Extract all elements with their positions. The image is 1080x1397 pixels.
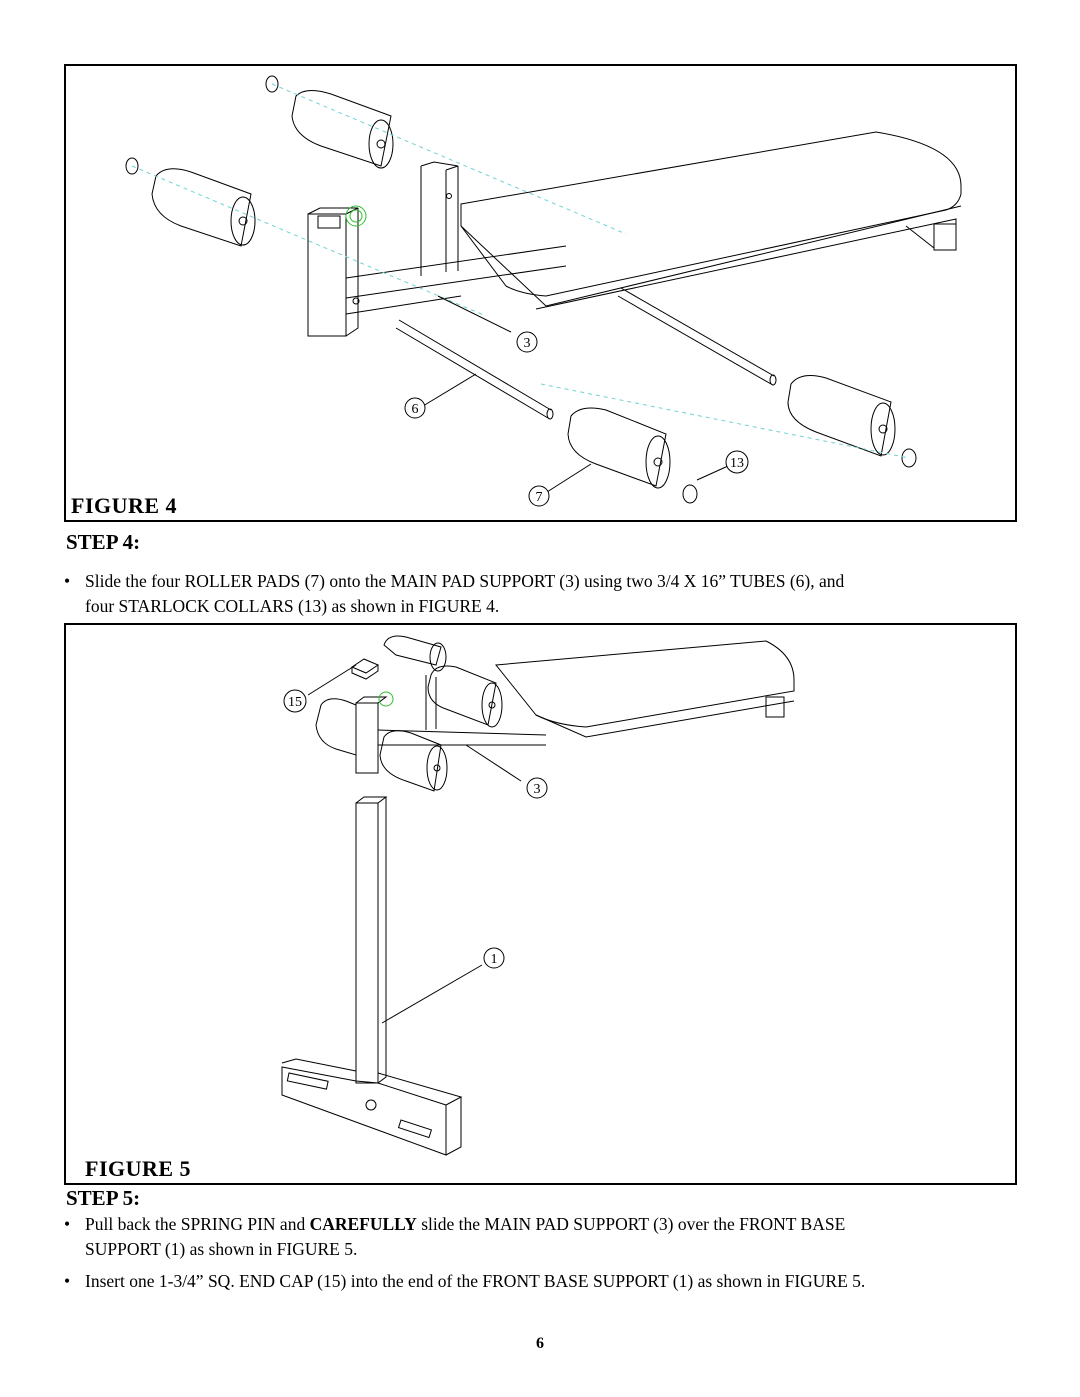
figure-5-frame: 15 3 1 FIGURE 5 (64, 623, 1017, 1185)
roller-pad-bottom-mid (567, 407, 671, 489)
roller-pad-middle (427, 665, 503, 728)
bullet-dot: • (64, 571, 71, 591)
bench-pad (495, 640, 795, 728)
callout-13: 13 (730, 456, 744, 471)
step-5-bullet-1-line2: SUPPORT (1) as shown in FIGURE 5. (85, 1239, 358, 1259)
step-5-bullet-2-text: Insert one 1-3/4” SQ. END CAP (15) into … (85, 1271, 866, 1291)
roller-pad-left (315, 698, 357, 756)
step-4-heading: STEP 4: (66, 530, 141, 554)
figure-5-drawing: 15 3 1 (281, 635, 795, 1156)
tube-right (617, 287, 775, 385)
callout-3-fig4: 3 (524, 336, 531, 351)
callout-1: 1 (491, 952, 498, 967)
step-4-text-line1: Slide the four ROLLER PADS (7) onto the … (85, 571, 845, 591)
step-5-bullet-1-line1: Pull back the SPRING PIN and CAREFULLY s… (85, 1213, 845, 1235)
step-5-text-pre: Pull back the SPRING PIN and (85, 1214, 310, 1234)
starlock-collar-4 (901, 448, 917, 468)
roller-pad-front (379, 730, 448, 792)
roller-pad-left (151, 168, 256, 247)
main-pad-support (377, 729, 547, 746)
rear-foot (933, 223, 957, 251)
step-5-heading: STEP 5: (66, 1186, 141, 1210)
front-base-support (355, 802, 379, 1084)
page-number: 6 (536, 1335, 544, 1352)
starlock-collar-3 (682, 484, 698, 504)
starlock-collar-1 (265, 75, 279, 93)
figure-4-drawing: 3 6 7 13 (125, 75, 962, 507)
front-base-foot (281, 1066, 447, 1156)
roller-pad-bottom-right (787, 375, 896, 457)
callout-6: 6 (412, 402, 419, 417)
roller-pad-top (383, 635, 447, 672)
callout-15: 15 (288, 695, 302, 710)
end-cap (350, 658, 380, 680)
callout-7: 7 (536, 490, 543, 505)
figure-4-frame: 3 6 7 13 FIGURE 4 (64, 64, 1017, 522)
callout-3-fig5: 3 (534, 782, 541, 797)
starlock-collar-2 (125, 157, 139, 175)
tube-left (395, 319, 552, 419)
figure-5-title: FIGURE 5 (85, 1156, 192, 1181)
step-5-text-bold: CAREFULLY (309, 1214, 417, 1234)
bullet-dot: • (64, 1271, 71, 1291)
bench-pad (460, 131, 962, 297)
bullet-dot: • (64, 1214, 71, 1234)
figure-4-title: FIGURE 4 (71, 493, 178, 518)
step-5-text-post: slide the MAIN PAD SUPPORT (3) over the … (416, 1214, 846, 1234)
roller-pad-top-left (291, 90, 394, 169)
step-4-text-line2: four STARLOCK COLLARS (13) as shown in F… (85, 596, 500, 616)
